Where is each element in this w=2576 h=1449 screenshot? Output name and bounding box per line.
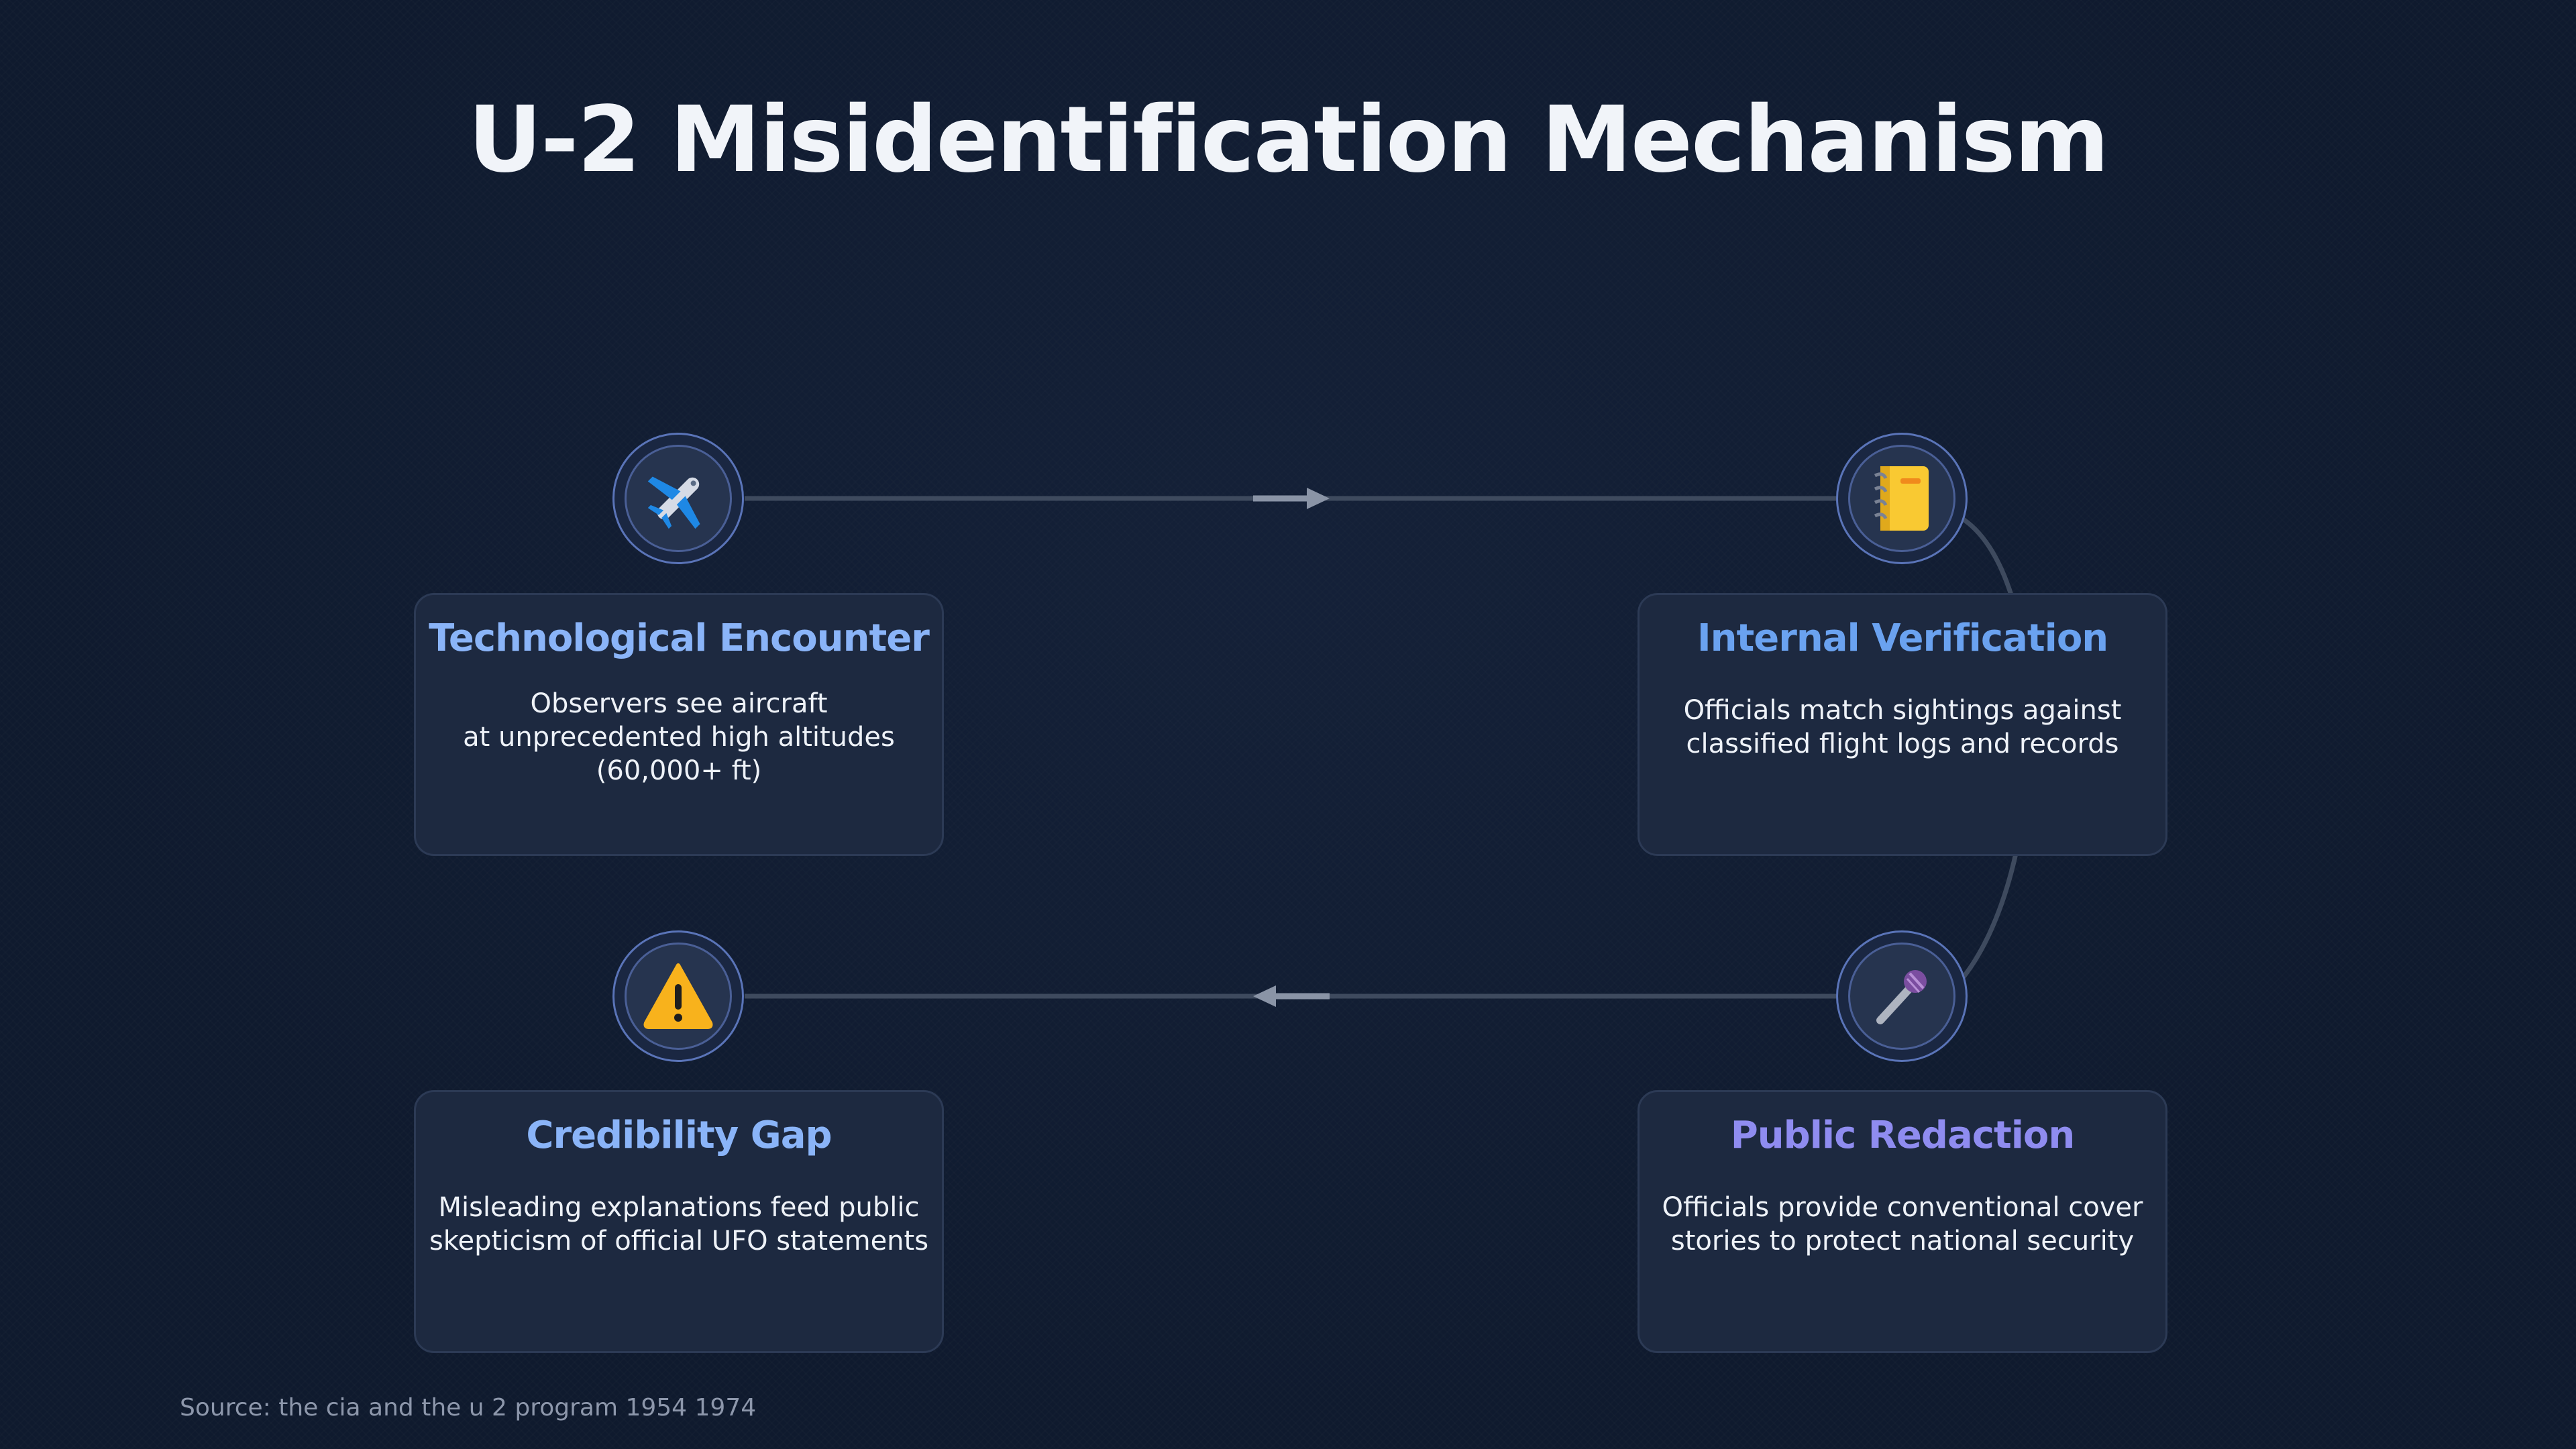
arrow-left-icon xyxy=(1253,985,1330,1007)
step-title: Internal Verification xyxy=(1697,616,2108,660)
card-technological-encounter: Technological Encounter Observers see ai… xyxy=(414,593,944,856)
card-internal-verification: Internal Verification Officials match si… xyxy=(1638,593,2167,856)
warning-icon xyxy=(643,963,713,1029)
arrow-right-icon xyxy=(1253,488,1330,509)
step-title: Technological Encounter xyxy=(429,616,930,660)
step-description: Officials provide conventional cover sto… xyxy=(1662,1192,2143,1256)
card-public-redaction: Public Redaction Officials provide conve… xyxy=(1638,1090,2167,1353)
page-title: U-2 Misidentification Mechanism xyxy=(468,87,2110,193)
notebook-icon xyxy=(1874,466,1929,531)
card-credibility-gap: Credibility Gap Misleading explanations … xyxy=(414,1090,944,1353)
step-description: Officials match sightings against classi… xyxy=(1683,695,2122,759)
step-title: Public Redaction xyxy=(1730,1114,2076,1157)
airplane-icon xyxy=(647,476,700,529)
node-technological-encounter xyxy=(612,433,744,564)
node-credibility-gap xyxy=(612,930,744,1062)
step-description: Observers see aircraft at unprecedented … xyxy=(463,688,895,786)
microphone-icon xyxy=(1876,970,1927,1024)
node-public-redaction xyxy=(1836,930,1968,1062)
node-internal-verification xyxy=(1836,433,1968,564)
source-caption: Source: the cia and the u 2 program 1954… xyxy=(180,1394,757,1421)
step-description: Misleading explanations feed public skep… xyxy=(429,1192,929,1256)
step-title: Credibility Gap xyxy=(526,1114,832,1157)
